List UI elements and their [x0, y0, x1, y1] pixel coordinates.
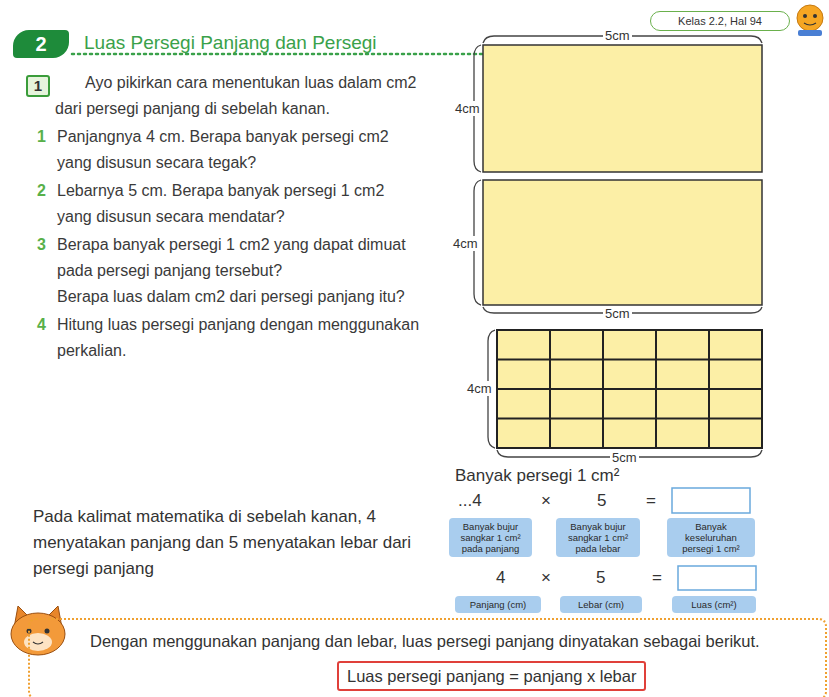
item-number: 3 [37, 232, 46, 258]
grid-line [497, 388, 762, 390]
dimension-label: 5cm [610, 450, 639, 465]
unit-box: Lebar (cm) [560, 596, 642, 613]
unit-box: Panjang (cm) [455, 596, 541, 613]
grid-line [497, 418, 762, 420]
equation-term: 5 [596, 568, 605, 588]
equation-heading: Banyak persegi 1 cm² [455, 466, 619, 486]
explanation-text: Pada kalimat matematika di sebelah kanan… [33, 504, 418, 582]
unit-grid [497, 330, 762, 448]
section-number: 2 [13, 30, 69, 58]
equation-operator: × [541, 568, 551, 588]
answer-box [672, 488, 750, 513]
equation-term: 5 [597, 491, 606, 511]
question-number: 1 [26, 75, 50, 97]
section-title: Luas Persegi Panjang dan Persegi [84, 32, 377, 54]
rectangle [483, 45, 762, 172]
dimension-label: 5cm [603, 28, 632, 43]
page-tag: Kelas 2.2, Hal 94 [650, 11, 790, 31]
rectangle [483, 180, 762, 305]
item-text: Lebarnya 5 cm. Berapa banyak persegi 1 c… [57, 178, 422, 230]
item-number: 2 [37, 178, 46, 204]
box-text: Banyak bujur sangkar 1 cm² pada lebar [559, 521, 637, 554]
grid-rectangle [497, 330, 762, 448]
question-text: Ayo pikirkan cara menentukan luas dalam … [55, 70, 423, 122]
cat-icon [11, 606, 65, 655]
box-text: Lebar (cm) [563, 599, 639, 610]
dimension-label: 4cm [453, 101, 482, 116]
item-text: Berapa luas dalam cm2 dari persegi panja… [57, 284, 422, 310]
mascot-icon [797, 5, 823, 36]
item-text: Panjangnya 4 cm. Berapa banyak persegi c… [57, 124, 422, 176]
dimension-label: 4cm [451, 236, 480, 251]
equation-operator: = [646, 491, 656, 511]
equation-term: ...4 [458, 491, 482, 511]
box-text: Kelas 2.2, Hal 94 [655, 14, 785, 28]
note-box: Dengan menggunakan panjang dan lebar, lu… [28, 618, 827, 697]
box-text: Luas (cm²) [675, 599, 753, 610]
explain-box: Banyak keseluruhan persegi 1 cm² [667, 518, 755, 557]
item-number: 1 [37, 124, 46, 150]
box-text: Dengan menggunakan panjang dan lebar, lu… [52, 626, 815, 656]
grid-line [497, 359, 762, 361]
box-text: 2 [13, 33, 69, 55]
unit-box: Luas (cm²) [672, 596, 756, 613]
formula-box: Luas persegi panjang = panjang x lebar [337, 661, 646, 691]
equation-operator: × [541, 491, 551, 511]
equation-operator: = [652, 568, 662, 588]
dimension-label: 4cm [465, 381, 494, 396]
box-text: Banyak bujur sangkar 1 cm² pada panjang [452, 521, 529, 554]
explain-box: Banyak bujur sangkar 1 cm² pada panjang [449, 518, 532, 557]
dimension-label: 5cm [603, 306, 632, 321]
box-text: Panjang (cm) [458, 599, 538, 610]
explain-box: Banyak bujur sangkar 1 cm² pada lebar [556, 518, 640, 557]
box-text: Luas persegi panjang = panjang x lebar [347, 665, 636, 687]
box-text: 1 [28, 77, 48, 95]
item-text: Berapa banyak persegi 1 cm2 yang dapat d… [57, 232, 422, 284]
item-text: Hitung luas persegi panjang dengan mengg… [57, 312, 422, 364]
item-number: 4 [37, 312, 46, 338]
box-text: Banyak keseluruhan persegi 1 cm² [670, 521, 752, 554]
equation-term: 4 [496, 568, 505, 588]
dotted-rule [72, 53, 482, 56]
answer-box [678, 566, 756, 590]
